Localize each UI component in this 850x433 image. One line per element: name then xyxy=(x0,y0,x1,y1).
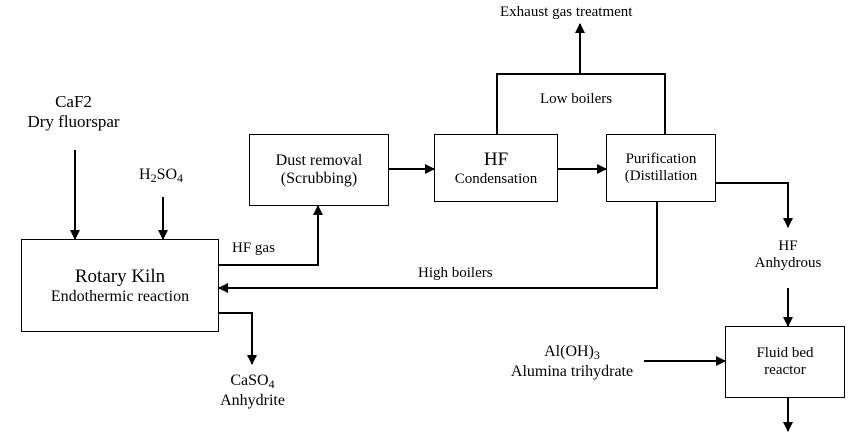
anhydrite-formula: CaSO4 xyxy=(230,372,275,391)
hf-anhydrous-line2: Anhydrous xyxy=(754,255,822,272)
hf-condensation-title: HF xyxy=(483,148,509,170)
hf-condensation-subtitle: Condensation xyxy=(454,170,538,187)
anhydrite-name: Anhydrite xyxy=(220,391,285,409)
anhydrite-arrow xyxy=(218,312,257,365)
anhydrite-label: CaSO4 Anhydrite xyxy=(200,372,305,410)
fluid-bed-reactor-subtitle: reactor xyxy=(764,362,806,378)
low-boilers-label: Low boilers xyxy=(540,91,613,107)
purification-title: Purification xyxy=(625,151,697,167)
hf-anhydrous-line1: HF xyxy=(778,238,798,254)
hf-gas-arrow xyxy=(218,205,323,266)
high-boilers-arrow xyxy=(218,202,658,293)
fluorspar-name: Dry fluorspar xyxy=(27,111,120,131)
alumina-label: Al(OH)3 Alumina trihydrate xyxy=(497,343,647,381)
high-boilers-label: High boilers xyxy=(418,265,493,281)
alumina-formula: Al(OH)3 xyxy=(544,343,600,362)
sulfuric-acid-label: H2SO4 xyxy=(139,166,184,185)
purification-box: Purification (Distillation xyxy=(606,134,716,202)
hf-condensation-box: HF Condensation xyxy=(434,134,558,202)
dust-removal-title: Dust removal xyxy=(275,152,363,169)
alumina-name: Alumina trihydrate xyxy=(510,362,634,380)
exhaust-label: Exhaust gas treatment xyxy=(500,4,633,20)
rotary-kiln-title: Rotary Kiln xyxy=(74,265,166,287)
hf-anhydrous-label: HF Anhydrous xyxy=(738,238,838,273)
dust-removal-subtitle: (Scrubbing) xyxy=(280,170,358,187)
rotary-kiln-box: Rotary Kiln Endothermic reaction xyxy=(21,239,219,332)
hf-gas-label: HF gas xyxy=(232,240,275,256)
fluorspar-label: CaF2 Dry fluorspar xyxy=(6,92,141,131)
dust-removal-box: Dust removal (Scrubbing) xyxy=(249,134,389,206)
rotary-kiln-subtitle: Endothermic reaction xyxy=(50,287,190,305)
fluid-bed-reactor-title: Fluid bed xyxy=(756,345,814,361)
purification-to-hf-anhydrous-arrow xyxy=(716,182,793,228)
fluid-bed-reactor-box: Fluid bed reactor xyxy=(725,326,845,398)
fluorspar-formula: CaF2 xyxy=(55,92,92,111)
purification-subtitle: (Distillation xyxy=(624,168,698,184)
